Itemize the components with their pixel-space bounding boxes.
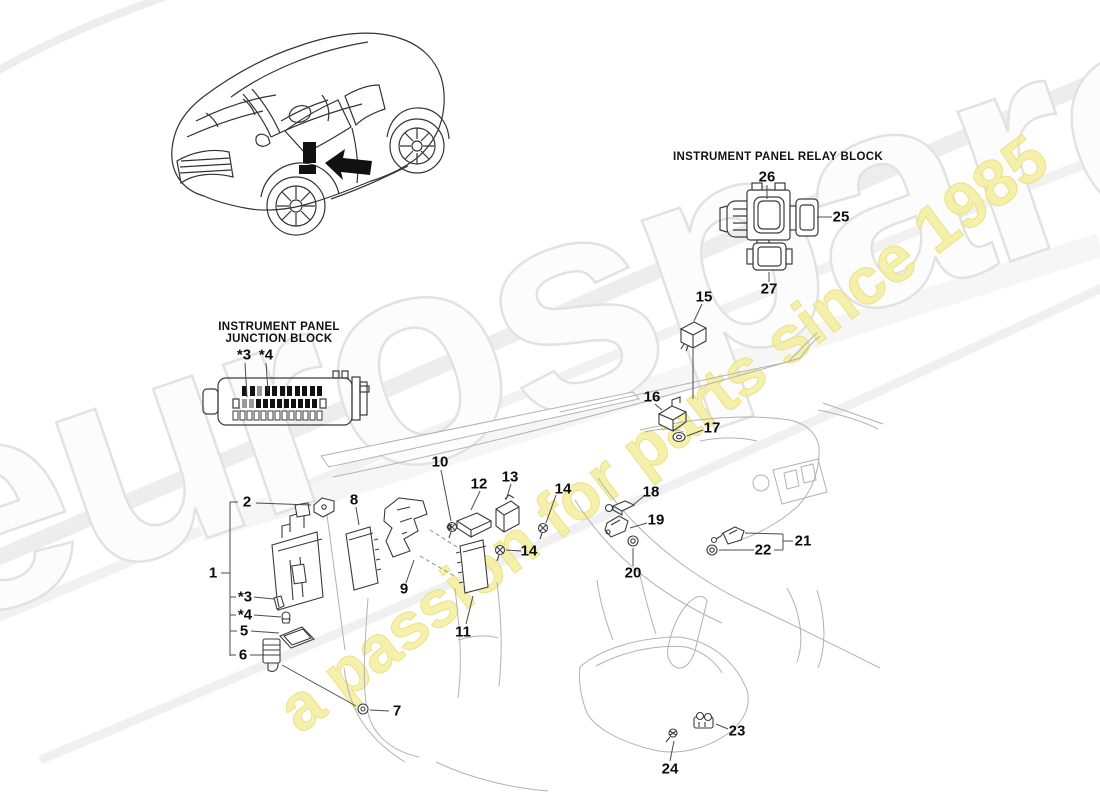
car-illustration	[171, 32, 450, 236]
junction-block-drawing	[202, 370, 370, 426]
callout-6: 6	[238, 646, 248, 664]
leader-lines	[221, 185, 832, 762]
junction-block-title: INSTRUMENT PANEL JUNCTION BLOCK	[218, 321, 340, 345]
watermark-swoosh	[0, 0, 1100, 765]
callout-11: 11	[455, 623, 471, 641]
callout-12: 12	[470, 475, 488, 493]
callout-20: 20	[624, 564, 642, 582]
callout-3: *3	[237, 588, 253, 606]
callout-23: 23	[728, 722, 746, 740]
dashboard-line-art	[320, 332, 884, 792]
callout-4: *4	[258, 346, 274, 364]
fuse-row-2	[232, 398, 327, 409]
callout-24: 24	[661, 760, 679, 778]
callout-19: 19	[647, 511, 665, 529]
callout-4: *4	[237, 606, 253, 624]
callout-21: 21	[794, 532, 812, 550]
callout-25: 25	[832, 208, 850, 226]
callout-2: 2	[242, 493, 252, 511]
callout-14: 14	[520, 542, 538, 560]
fuse-row-3	[232, 410, 323, 421]
callout-26: 26	[758, 168, 776, 186]
callout-16: 16	[643, 388, 661, 406]
callout-17: 17	[703, 419, 721, 437]
callout-9: 9	[399, 580, 409, 598]
callout-10: 10	[431, 453, 449, 471]
relay-block-title: INSTRUMENT PANEL RELAY BLOCK	[673, 151, 883, 163]
junction-block-title-line2: JUNCTION BLOCK	[225, 333, 333, 345]
callout-8: 8	[349, 491, 359, 509]
junction-block-title-line1: INSTRUMENT PANEL	[218, 321, 340, 333]
part-icons	[262, 321, 745, 743]
callout-7: 7	[392, 702, 402, 720]
callout-14: 14	[554, 480, 572, 498]
watermark-eurospares: eurospares	[0, 0, 1100, 693]
callout-1: 1	[208, 564, 218, 582]
relay-block-drawing	[719, 182, 819, 271]
fuse-row-1	[242, 386, 322, 396]
callout-3: *3	[236, 346, 252, 364]
callout-18: 18	[642, 483, 660, 501]
callout-22: 22	[754, 541, 772, 559]
callout-27: 27	[760, 280, 778, 298]
location-arrow-icon	[325, 149, 372, 180]
callout-13: 13	[501, 468, 519, 486]
callout-5: 5	[239, 622, 249, 640]
callout-15: 15	[695, 288, 713, 306]
